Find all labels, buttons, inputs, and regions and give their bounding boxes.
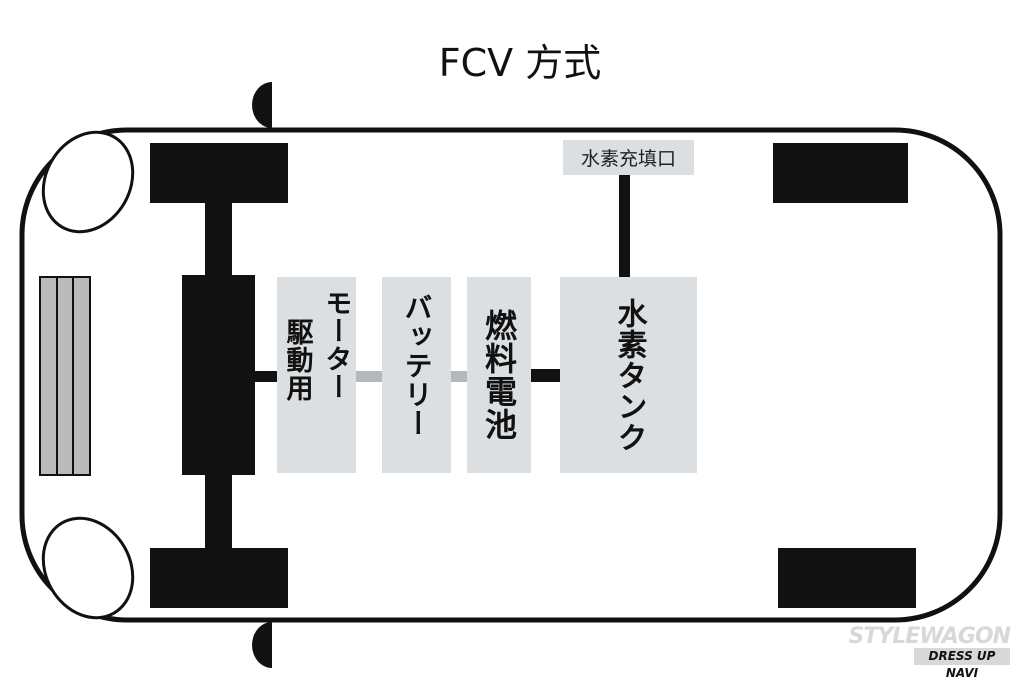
logo-dressup-navi: DRESS UP NAVI <box>914 648 1010 680</box>
headlight-top <box>41 130 135 234</box>
connector-motor <box>255 371 277 382</box>
wheel-front-right <box>150 548 288 608</box>
hydrogen-tank-box: 水素タンク <box>560 277 697 473</box>
grille <box>39 276 91 476</box>
wheel-front-left <box>150 143 288 203</box>
motor-label-1: 駆動用 <box>281 318 313 402</box>
mirror-top <box>252 82 272 128</box>
filling-line <box>619 175 630 277</box>
headlight-bottom <box>41 516 135 620</box>
battery-box: バッテリー <box>382 277 451 473</box>
motor-box: 駆動用 モーター <box>277 277 356 473</box>
drive-unit <box>182 275 255 475</box>
connector-battery-fuelcell <box>451 371 467 382</box>
wheel-rear-left <box>773 143 908 203</box>
battery-label: バッテリー <box>400 292 434 438</box>
filling-port-label: 水素充填口 <box>563 140 694 175</box>
logo-stylewagon: STYLEWAGON <box>848 624 1011 649</box>
mirror-bottom <box>252 622 272 668</box>
hydrogen-tank-label: 水素タンク <box>611 297 647 453</box>
fuel-cell-box: 燃料電池 <box>467 277 531 473</box>
connector-motor-battery <box>356 371 382 382</box>
connector-fuelcell-tank <box>531 369 560 382</box>
fuel-cell-label: 燃料電池 <box>480 309 518 441</box>
diagram-title: FCV 方式 <box>438 41 602 85</box>
motor-label-2: モーター <box>320 289 352 401</box>
wheel-rear-right <box>778 548 916 608</box>
